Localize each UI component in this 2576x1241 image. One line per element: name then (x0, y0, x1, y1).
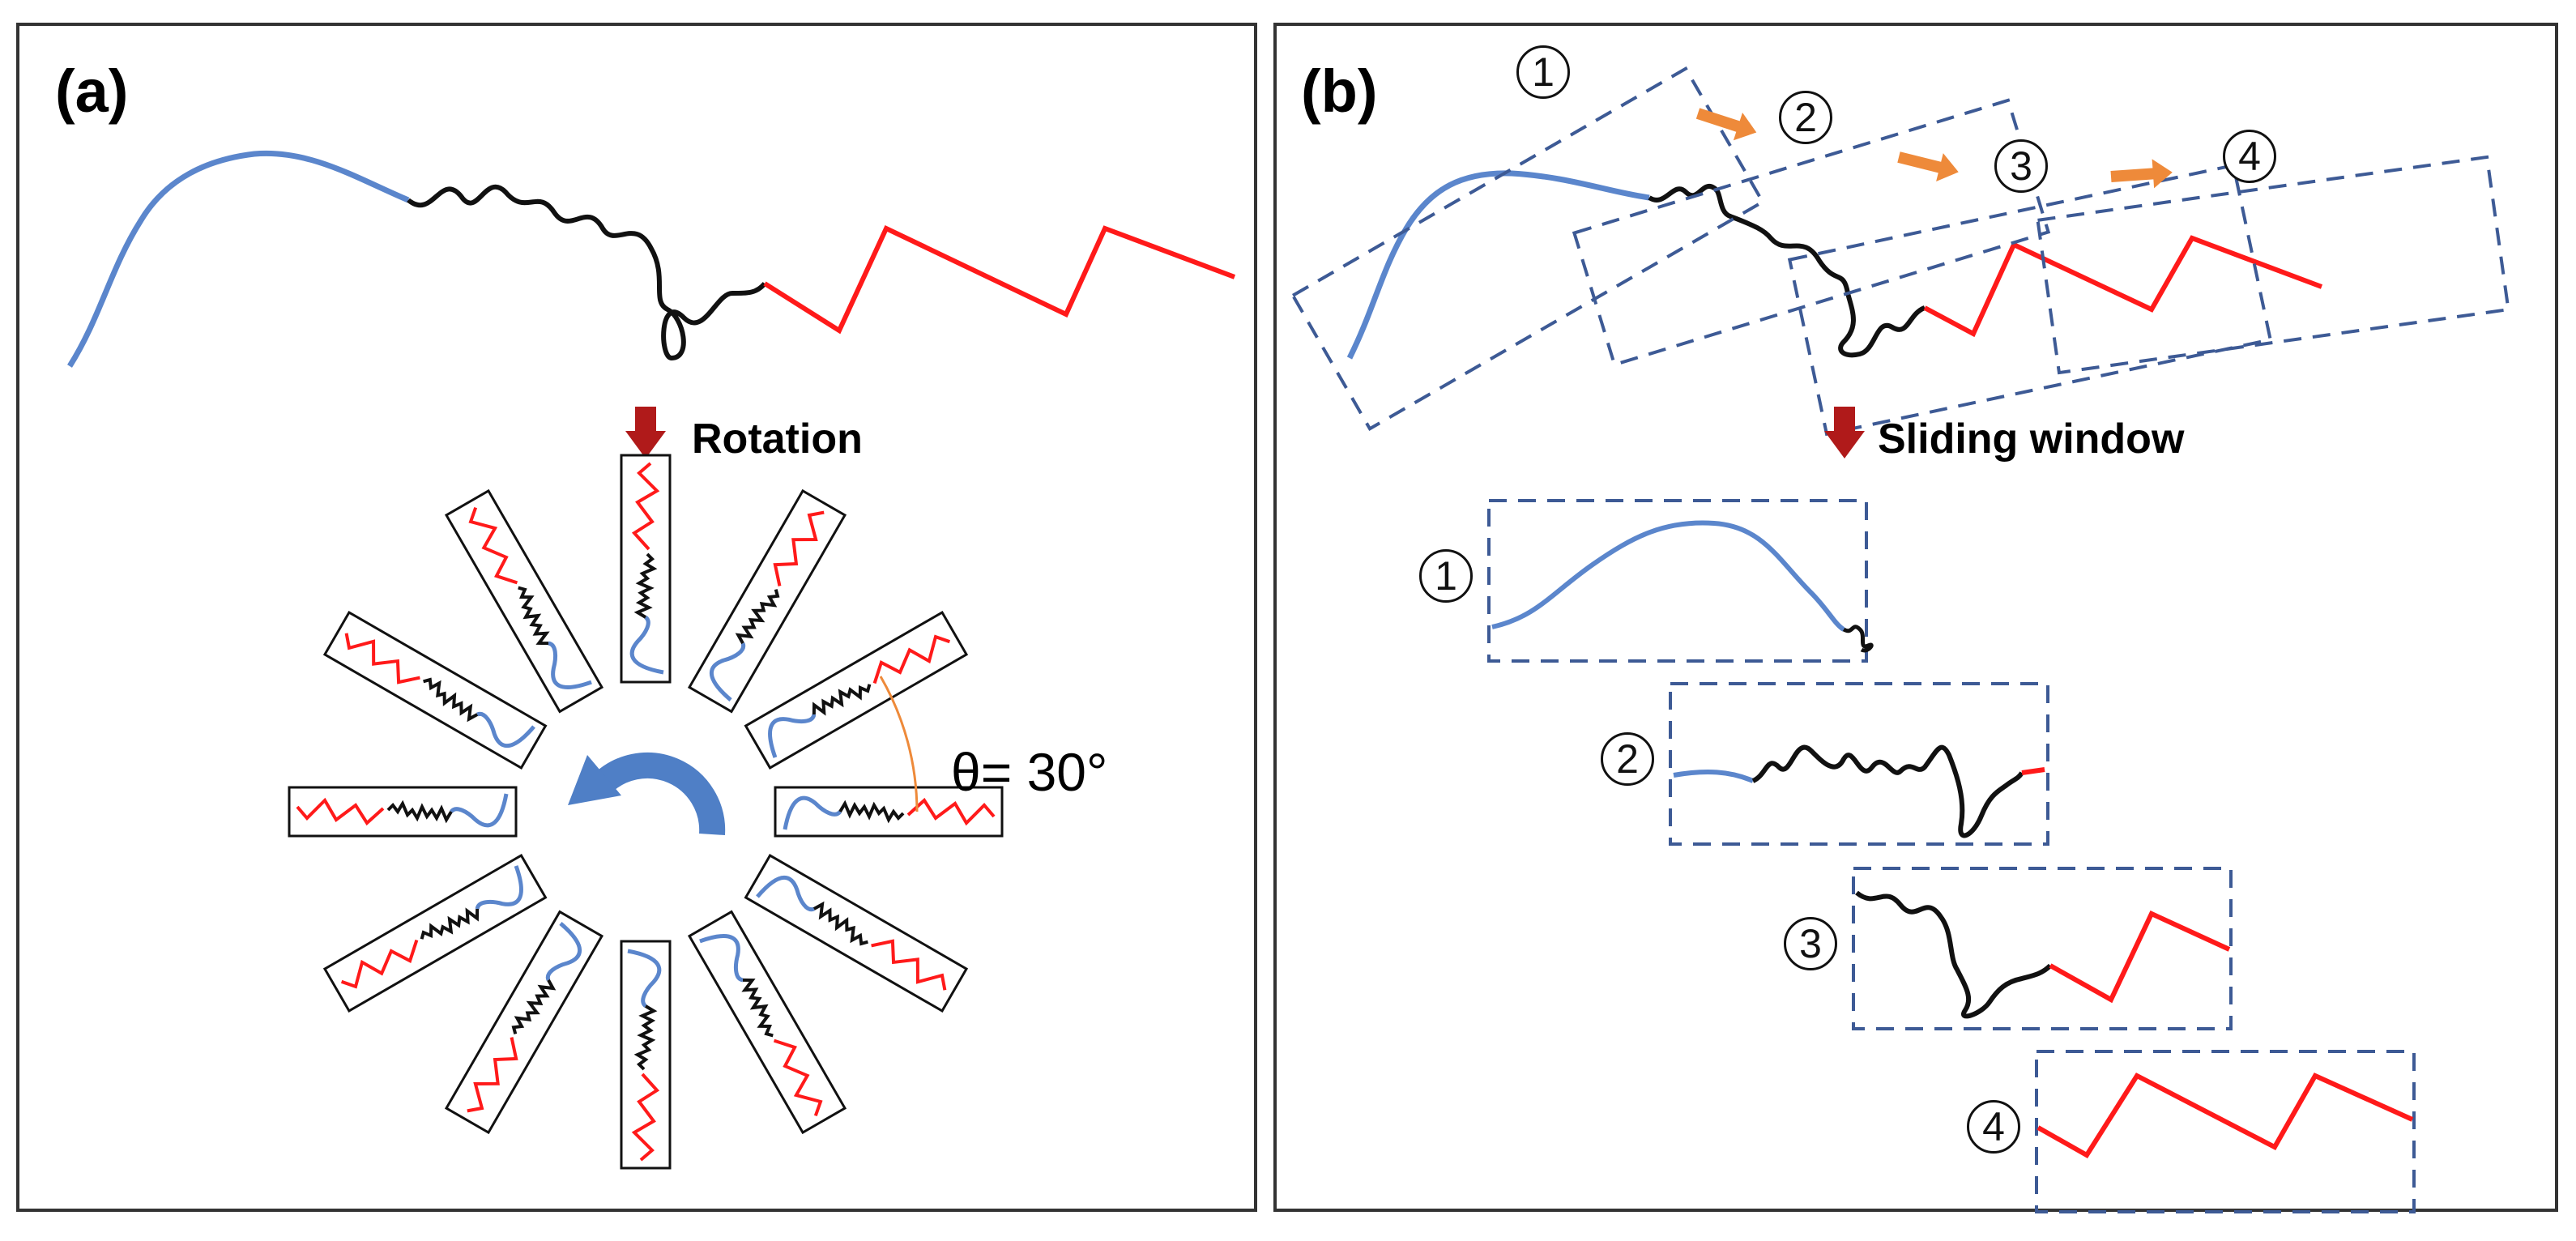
rotation-caption: Rotation (692, 416, 863, 463)
window-2-signal-smooth (1673, 769, 1755, 783)
extracted-number-4: 4 (1967, 1100, 2020, 1154)
window-number-3: 3 (1994, 139, 2048, 193)
window-3-signal-noisy (1855, 890, 2053, 1019)
orange-arrow-icon (2110, 159, 2173, 189)
sliding-window-2 (1572, 98, 2051, 367)
rotated-window-60 (689, 912, 845, 1132)
window-number-2: 2 (1779, 91, 1832, 144)
extracted-number-2: 2 (1601, 732, 1654, 786)
sliding-window-4 (2036, 155, 2510, 375)
window-number-1: 1 (1516, 45, 1570, 99)
panel-a-label: (a) (55, 58, 129, 125)
orange-arrow-icon (1897, 151, 1959, 182)
panel-a-graphic (67, 150, 1236, 1215)
sliding-window-caption: Sliding window (1878, 416, 2185, 463)
rotated-window-270 (621, 455, 670, 682)
sliding-window-1 (1290, 66, 1765, 432)
window-1-signal (1491, 520, 1845, 632)
extracted-window-1 (1487, 499, 1868, 663)
panel-b-label: (b) (1301, 58, 1378, 125)
rotation-ring (289, 455, 1002, 1168)
window-number-4: 4 (2223, 130, 2276, 183)
extracted-number-1: 1 (1419, 549, 1473, 603)
rotated-window-90 (621, 941, 670, 1168)
panel-b: (b) (1273, 23, 2558, 1213)
signal-smooth-segment (67, 150, 410, 368)
window-1-noise (1842, 625, 1874, 653)
rotation-arrow-icon (568, 752, 726, 835)
window-2-signal-noisy (1751, 744, 2024, 838)
full-signal (1350, 173, 2322, 358)
rotated-window-300 (689, 491, 845, 711)
orange-arrow-icon (1695, 108, 1757, 141)
extracted-window-4 (2035, 1050, 2416, 1213)
angle-label: θ= 30° (951, 742, 1108, 802)
panel-b-graphic (1290, 66, 2510, 1213)
rotated-window-120 (446, 912, 602, 1132)
rotated-window-210 (325, 612, 545, 768)
angle-arc (879, 676, 919, 812)
panel-a: (a) (16, 23, 1257, 1212)
window-2-zigzag (2021, 767, 2045, 775)
extracted-window-3 (1852, 867, 2233, 1030)
rotated-window-180 (289, 787, 516, 836)
signal-noisy-segment (407, 184, 767, 361)
down-arrow-icon (1824, 407, 1865, 458)
extracted-number-3: 3 (1784, 917, 1837, 970)
window-3-signal-zigzag (2049, 910, 2231, 1004)
window-4-signal-zigzag (2036, 1073, 2414, 1159)
rotated-window-150 (325, 855, 545, 1011)
signal-zigzag-segment (763, 224, 1236, 335)
down-arrow-icon (625, 407, 666, 458)
rotated-window-30 (746, 855, 966, 1011)
extracted-window-2 (1669, 682, 2049, 846)
sliding-window-3 (1787, 163, 2273, 437)
slide-arrows (1695, 108, 2173, 189)
rotated-window-330 (746, 612, 966, 768)
rotated-window-240 (446, 491, 602, 711)
